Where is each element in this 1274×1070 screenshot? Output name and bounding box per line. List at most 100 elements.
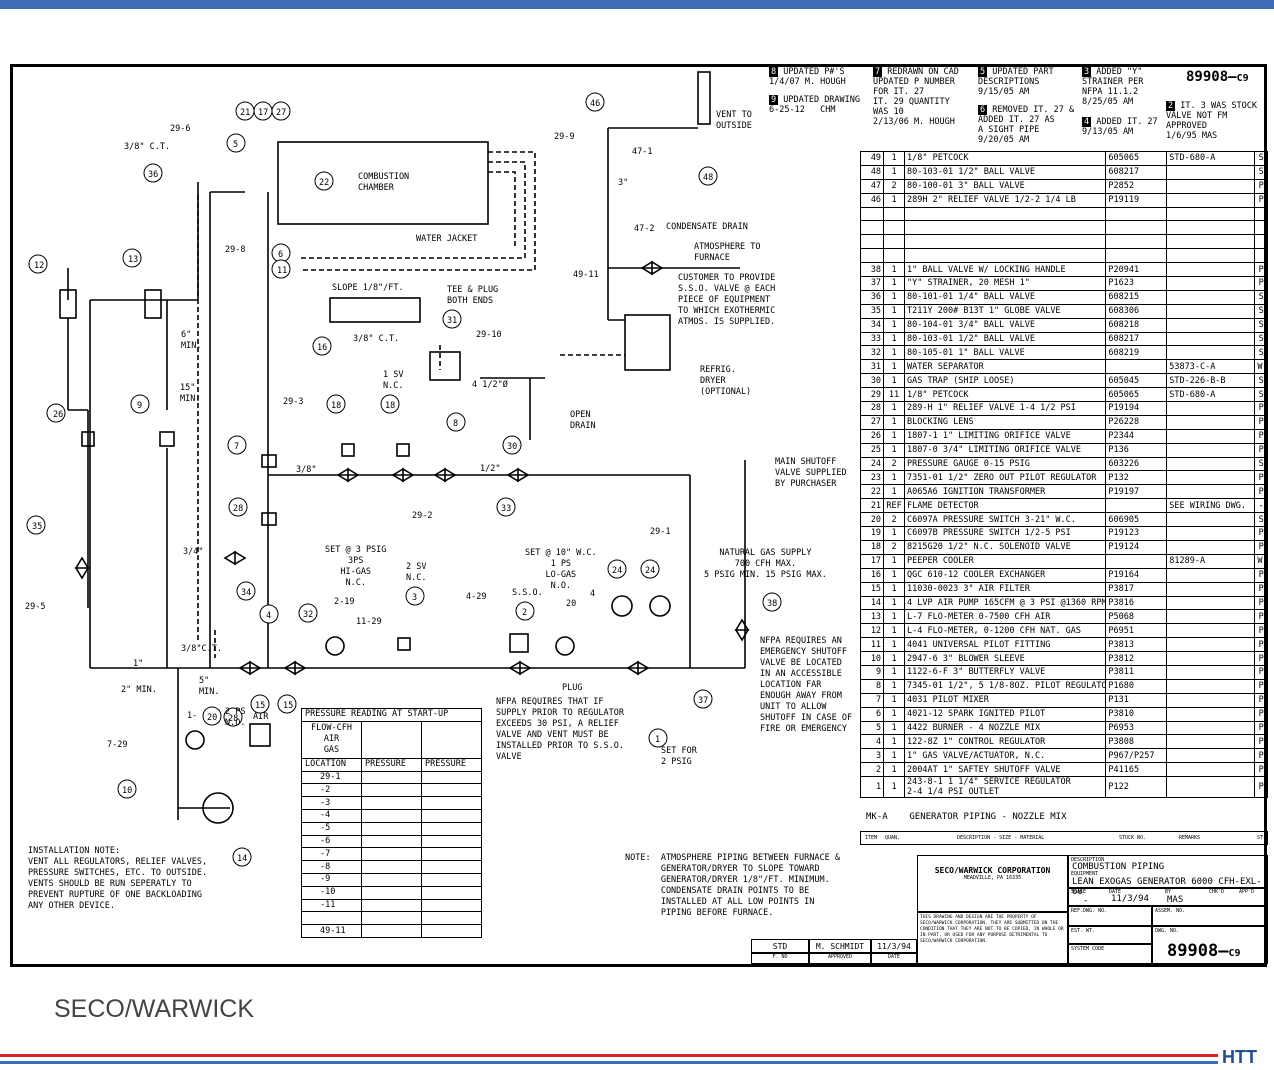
pressure-value[interactable]	[361, 911, 422, 926]
bom-cell: SEE WIRING DWG.	[1166, 498, 1256, 514]
pressure-value[interactable]	[361, 885, 422, 900]
pressure-value[interactable]	[361, 898, 422, 913]
pressure-value[interactable]	[361, 860, 422, 874]
bom-cell	[1105, 248, 1168, 264]
bom-cell	[1166, 581, 1256, 597]
pressure-row: -6	[301, 834, 483, 849]
pipe-4-5-label: 4 1/2"Ø	[472, 380, 508, 390]
bom-cell: STD-680-A	[1166, 387, 1256, 403]
bom-cell	[1166, 512, 1256, 528]
bom-cell: 4	[859, 734, 885, 750]
bom-cell	[1166, 567, 1256, 583]
pressure-value[interactable]	[420, 911, 483, 926]
pressure-value[interactable]	[361, 847, 422, 862]
bom-cell: P	[1254, 428, 1268, 444]
pressure-value[interactable]	[420, 796, 483, 810]
pressure-value[interactable]	[361, 808, 422, 823]
bom-cell: 1/8" PETCOCK	[904, 151, 1107, 166]
bom-cell: 1	[883, 706, 906, 722]
bom-cell: P	[1254, 623, 1268, 639]
slope-label: SLOPE 1/8"/FT.	[332, 283, 404, 293]
pressure-value[interactable]	[420, 783, 483, 798]
pressure-value[interactable]	[420, 847, 483, 862]
pressure-value[interactable]	[361, 872, 422, 887]
svg-text:29-8: 29-8	[225, 245, 245, 255]
bom-cell: P19119	[1105, 192, 1168, 208]
pressure-value[interactable]	[420, 770, 483, 785]
pressure-value[interactable]	[420, 834, 483, 849]
svg-text:28: 28	[228, 714, 238, 724]
svg-text:4-29: 4-29	[466, 592, 486, 602]
pressure-value[interactable]	[361, 783, 422, 798]
bom-cell: 1	[883, 776, 906, 799]
bom-cell	[1166, 678, 1256, 694]
bom-cell: 8215G20 1/2" N.C. SOLENOID VALVE	[904, 539, 1107, 555]
svg-text:22: 22	[319, 178, 329, 188]
pressure-value[interactable]	[420, 808, 483, 823]
ct-label-a: 3/8" C.T.	[124, 142, 171, 152]
bom-cell	[1166, 456, 1256, 472]
bom-cell	[1166, 664, 1256, 680]
pressure-value[interactable]	[420, 885, 483, 900]
ps2-label: 2 PS N.O.	[225, 707, 246, 728]
pressure-value[interactable]	[361, 796, 422, 810]
bom-cell: S	[1254, 151, 1268, 166]
bom-cell: 3	[859, 748, 885, 764]
bom-cell: 1	[883, 373, 906, 389]
dwg-number-block: DWG. NO. 89908–C9	[1152, 926, 1268, 964]
bom-cell: P3812	[1105, 651, 1168, 666]
pressure-value[interactable]	[420, 860, 483, 874]
pressure-value[interactable]	[361, 924, 422, 938]
bom-cell: 7351-01 1/2" ZERO OUT PILOT REGULATOR	[904, 470, 1107, 486]
bom-cell: 1	[883, 748, 906, 764]
bom-cell: 49	[859, 151, 885, 166]
svg-text:14: 14	[237, 854, 247, 864]
svg-text:29-1: 29-1	[650, 527, 670, 537]
revision-4: 4 ADDED IT. 27 9/13/05 AM	[1082, 117, 1158, 137]
flow-label: FLOW-CFH AIR GAS	[301, 720, 362, 759]
revision-8: 8 UPDATED P#'S 1/4/07 M. HOUGH	[769, 67, 846, 87]
bom-row	[859, 220, 1268, 236]
approved-sub: APPROVED	[809, 953, 871, 964]
pressure-row: -10	[301, 885, 483, 900]
svg-text:37: 37	[698, 696, 708, 706]
bom-cell	[1166, 303, 1256, 319]
bom-cell: 10	[859, 651, 885, 666]
assem-no: ASSEM. NO.	[1152, 906, 1268, 926]
bom-cell	[1105, 553, 1168, 569]
bom-cell: 608218	[1105, 317, 1168, 333]
bom-cell: 4 LVP AIR PUMP 165CFM @ 3 PSI @1360 RPM	[904, 595, 1107, 611]
pressure-value[interactable]	[420, 872, 483, 887]
bom-cell: 21	[859, 498, 885, 514]
sv1-label: 1 SV N.C.	[383, 370, 404, 391]
approved-date-cell: 11/3/94	[871, 939, 917, 953]
pressure-value[interactable]	[361, 821, 422, 836]
bom-cell: 5	[859, 720, 885, 736]
bom-cell: 34	[859, 317, 885, 333]
pressure-row: -9	[301, 872, 483, 887]
bom-cell: 1	[883, 276, 906, 291]
pressure-value[interactable]	[420, 924, 483, 938]
set10-label: SET @ 10" W.C. 1 PS LO-GAS N.O.	[525, 548, 597, 591]
pressure-value[interactable]	[361, 770, 422, 785]
bom-cell	[904, 220, 1107, 236]
pressure-value[interactable]	[361, 834, 422, 849]
svg-text:47-1: 47-1	[632, 147, 652, 157]
bom-cell: 35	[859, 303, 885, 319]
pressure-value[interactable]	[420, 898, 483, 913]
bom-cell: 11030-0023 3" AIR FILTER	[904, 581, 1107, 597]
customer-sso-note: CUSTOMER TO PROVIDE S.S.O. VALVE @ EACH …	[678, 273, 776, 327]
bom-cell: P	[1254, 664, 1268, 680]
bom-cell: 1	[883, 762, 906, 778]
bom-cell: 605045	[1105, 373, 1168, 389]
pressure-value[interactable]	[420, 821, 483, 836]
svg-text:10: 10	[122, 786, 132, 796]
